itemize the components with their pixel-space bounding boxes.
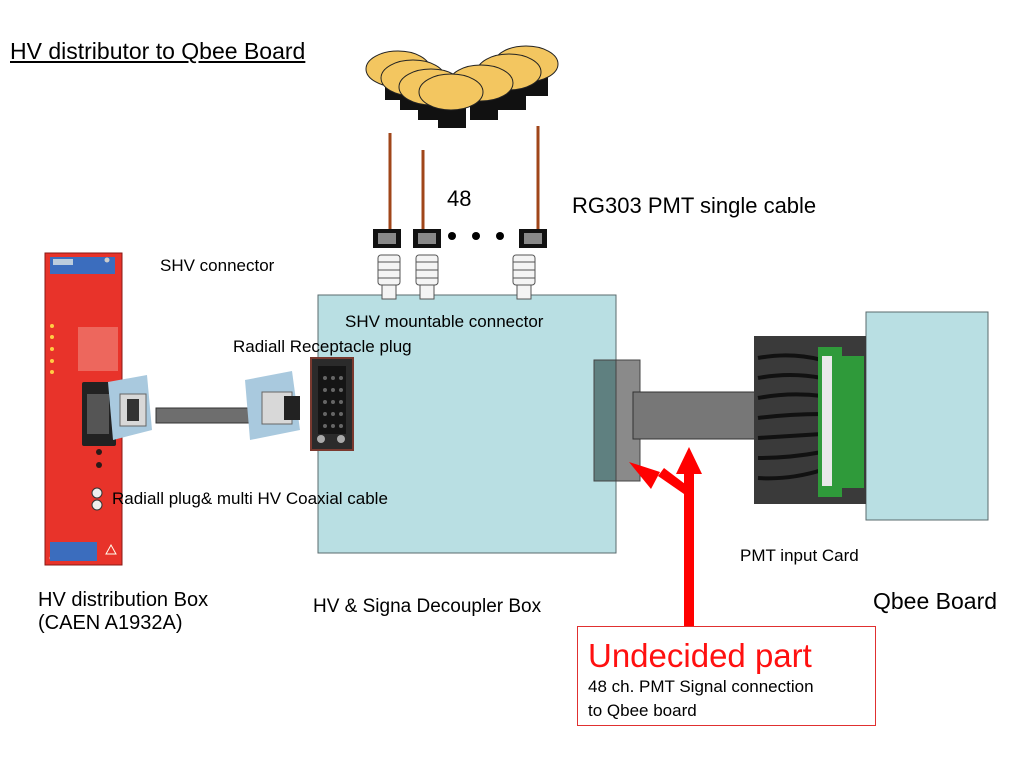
red-arrows (629, 447, 702, 628)
radiall-plug-label: Radiall plug& multi HV Coaxial cable (112, 489, 388, 508)
qbee-board (865, 311, 989, 521)
pmt-input-card (754, 336, 866, 504)
shv-mountable-connectors (377, 254, 536, 300)
page-title: HV distributor to Qbee Board (10, 38, 306, 64)
undecided-callout: Undecided part 48 ch. PMT Signal connect… (577, 626, 876, 726)
undecided-line2: to Qbee board (588, 701, 697, 720)
radiall-receptacle (310, 357, 354, 451)
decoupler-output-connector (593, 359, 641, 482)
shv-connector-label: SHV connector (160, 256, 275, 275)
channel-count-label: 48 (447, 186, 472, 211)
radiall-receptacle-label: Radiall Receptacle plug (233, 337, 412, 356)
ellipsis-dots (448, 232, 504, 240)
radiall-plug-assembly (108, 371, 300, 440)
hv-box-label-line2: (CAEN A1932A) (38, 612, 183, 634)
hv-box-label-line1: HV distribution Box (38, 589, 209, 611)
shv-mountable-label: SHV mountable connector (345, 312, 544, 331)
rg303-cables (388, 126, 540, 230)
hv-box-label: HV distribution Box (CAEN A1932A) (38, 589, 208, 635)
signal-cable (632, 391, 756, 440)
rg303-cable-label: RG303 PMT single cable (572, 193, 817, 218)
undecided-title: Undecided part (588, 637, 812, 674)
decoupler-box (317, 294, 617, 554)
pmt-cluster (365, 45, 559, 128)
hv-distribution-panel (44, 252, 123, 566)
pmt-card-label: PMT input Card (740, 546, 859, 565)
decoupler-label: HV & Signa Decoupler Box (313, 596, 542, 617)
undecided-line1: 48 ch. PMT Signal connection (588, 677, 814, 696)
cable-plugs (373, 229, 547, 248)
qbee-board-label: Qbee Board (873, 588, 998, 614)
